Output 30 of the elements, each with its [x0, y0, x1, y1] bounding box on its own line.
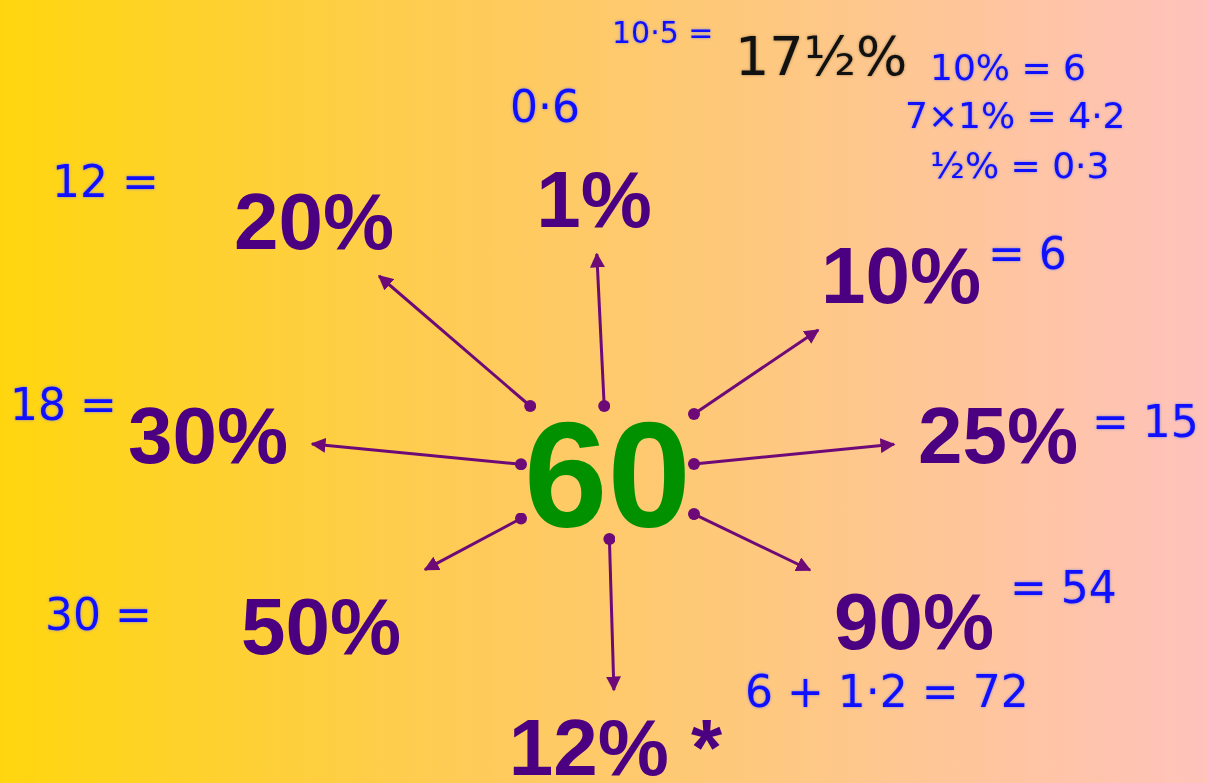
percentage-label: 30% — [122, 396, 294, 472]
number-label: 60 — [515, 400, 700, 545]
handwritten-note: ½% = 0·3 — [930, 148, 1110, 184]
percentage-label: 50% — [235, 587, 407, 663]
handwritten-answer: 30 = — [45, 593, 152, 637]
arrow — [589, 252, 611, 412]
arrow — [688, 508, 812, 572]
arrow — [688, 328, 820, 420]
percentage-label: 25% — [912, 396, 1084, 472]
arrow — [310, 437, 527, 471]
arrow — [377, 274, 537, 412]
arrow — [688, 438, 896, 470]
handwritten-answer: = 15 — [1092, 400, 1199, 444]
arrow — [423, 512, 527, 571]
percentage-label: 90% — [828, 582, 1000, 658]
percentage-label: 10% — [815, 236, 987, 312]
handwritten-note: 10·5 = — [612, 18, 714, 48]
handwritten-answer: 0·6 — [510, 85, 580, 129]
arrow — [603, 533, 621, 692]
handwritten-answer: = 54 — [1010, 566, 1117, 610]
percentage-label: 20% — [228, 182, 400, 258]
percentage-label: 1% — [532, 160, 656, 236]
handwritten-answer: = 6 — [988, 232, 1067, 276]
handwritten-note: 17½% — [735, 30, 908, 84]
handwritten-answer: 18 = — [10, 383, 117, 427]
handwritten-answer: 12 = — [52, 160, 159, 204]
handwritten-answer: 6 + 1·2 = 72 — [745, 670, 1029, 714]
handwritten-note: 10% = 6 — [930, 50, 1086, 86]
percentage-label: 12% * — [508, 708, 723, 783]
handwritten-note: 7×1% = 4·2 — [905, 98, 1126, 134]
